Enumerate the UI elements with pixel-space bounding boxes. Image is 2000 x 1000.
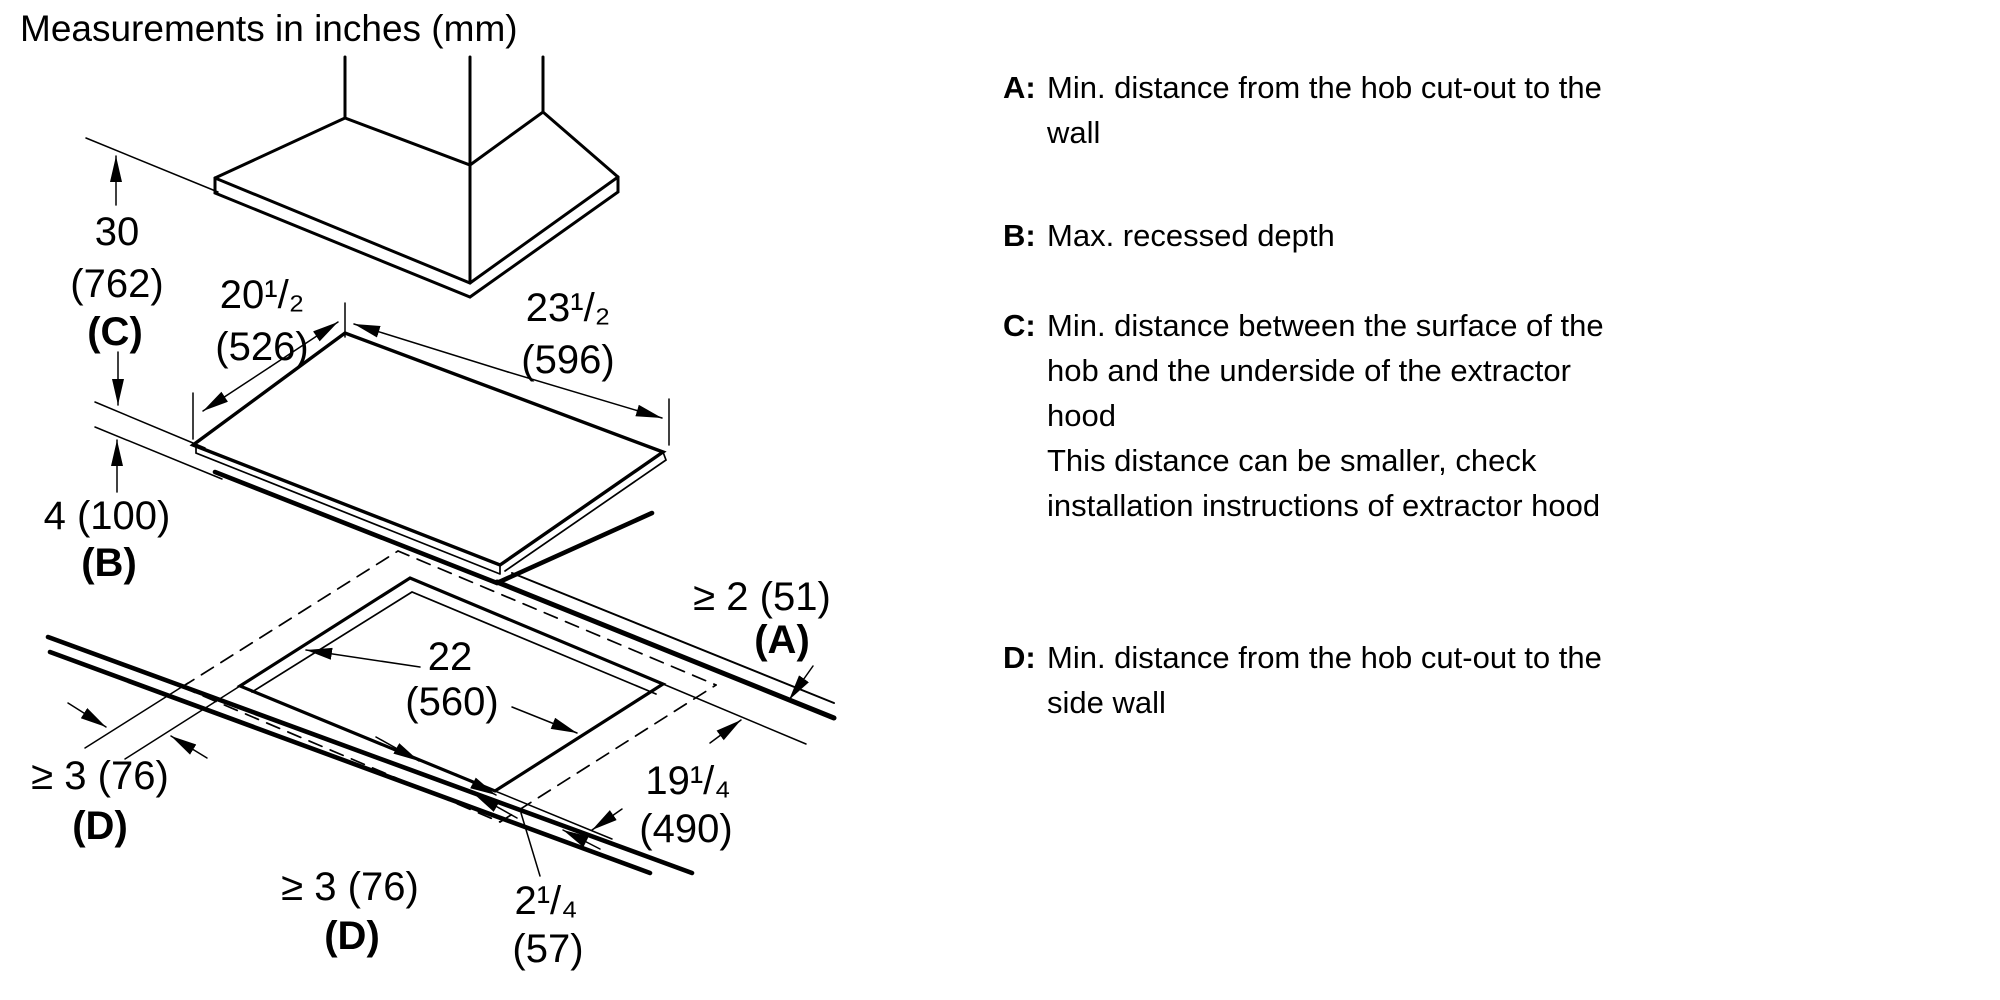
label-side-distance-bottom: ≥ 3 (76) xyxy=(281,865,419,909)
label-key-D-bottom: (D) xyxy=(324,914,380,958)
dim-side-left-arrow-2 xyxy=(170,735,208,759)
dim-cutout-depth-arrow-1 xyxy=(709,719,742,744)
dim-front-edge-arrow-2 xyxy=(562,829,601,850)
legend-key-B: B: xyxy=(1003,218,1036,253)
legend-key-A: A: xyxy=(1003,70,1036,105)
label-hood-clearance-in: 30 xyxy=(94,210,140,254)
legend-key-D: D: xyxy=(1003,640,1036,675)
dashed-hob-footprint xyxy=(181,550,717,823)
legend-entry-D: D: Min. distance from the hob cut-out to… xyxy=(1003,635,1602,725)
legend-key-C: C: xyxy=(1003,308,1036,343)
dim-side-left-arrow-1 xyxy=(67,702,107,728)
label-front-edge-in: 2¹/₄ xyxy=(514,879,578,923)
worktop-back-edge xyxy=(494,572,837,721)
label-key-D-left: (D) xyxy=(72,804,128,848)
label-hob-width-mm: (596) xyxy=(521,338,615,382)
legend-entry-B: B: Max. recessed depth xyxy=(1003,213,1335,258)
label-key-C: (C) xyxy=(87,310,143,354)
extractor-hood-outline xyxy=(213,55,620,299)
dim-hob-width-arrow-1 xyxy=(353,323,509,373)
label-cutout-width-in: 22 xyxy=(427,635,473,679)
extension-lines xyxy=(84,137,807,877)
dim-cutout-depth-arrow-2 xyxy=(591,808,623,831)
legend-text-B: Max. recessed depth xyxy=(1047,218,1335,253)
dim-side-bottom-arrow-1 xyxy=(375,736,420,762)
legend-entry-A: A: Min. distance from the hob cut-out to… xyxy=(1003,65,1602,155)
dim-cutout-width-arrow-1 xyxy=(305,647,421,668)
legend-text-D: Min. distance from the hob cut-out to th… xyxy=(1047,640,1602,720)
legend-text-C: Min. distance between the surface of the… xyxy=(1047,308,1604,523)
label-key-A: (A) xyxy=(754,618,810,662)
dim-wall-distance-arrow xyxy=(788,665,814,701)
label-hob-width-in: 23¹/₂ xyxy=(525,286,611,330)
label-cutout-width-mm: (560) xyxy=(405,680,499,724)
legend-entry-C: C: Min. distance between the surface of … xyxy=(1003,303,1604,528)
label-cutout-depth-mm: (490) xyxy=(639,807,733,851)
label-front-edge-mm: (57) xyxy=(512,927,584,971)
label-cutout-depth-in: 19¹/₄ xyxy=(645,759,731,803)
label-recess-depth: 4 (100) xyxy=(43,494,171,538)
label-side-distance-left: ≥ 3 (76) xyxy=(31,754,169,798)
label-hob-depth-mm: (526) xyxy=(215,325,309,369)
legend-text-A: Min. distance from the hob cut-out to th… xyxy=(1047,70,1602,150)
page-title: Measurements in inches (mm) xyxy=(20,8,518,49)
label-hood-clearance-mm: (762) xyxy=(70,262,164,306)
dim-hob-depth-arrow-1 xyxy=(269,321,339,368)
dimension-arrows xyxy=(67,155,814,850)
dim-side-bottom-arrow-2 xyxy=(473,793,518,819)
label-key-B: (B) xyxy=(81,541,137,585)
dim-hob-depth-arrow-2 xyxy=(202,366,271,412)
dim-hob-width-arrow-2 xyxy=(507,371,663,419)
dim-cutout-width-arrow-2 xyxy=(511,706,578,734)
dim-front-edge-arrow-1 xyxy=(455,773,497,796)
label-hob-depth-in: 20¹/₂ xyxy=(219,273,305,317)
hob-installation-diagram xyxy=(45,55,837,877)
label-wall-distance: ≥ 2 (51) xyxy=(693,575,831,619)
